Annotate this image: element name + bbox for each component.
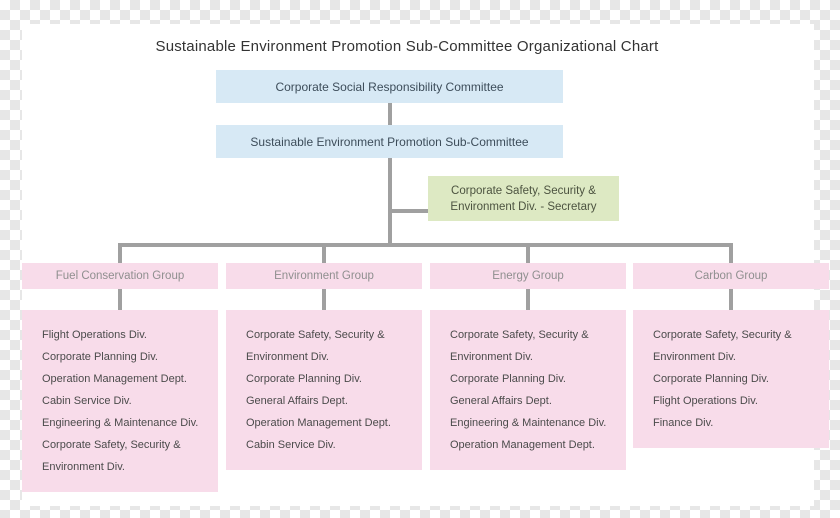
connector-stub-energy-bottom	[526, 289, 530, 310]
connector-main-horizontal	[118, 243, 733, 247]
member-item: Corporate Safety, Security & Environment…	[653, 329, 792, 363]
member-item: Finance Div.	[653, 417, 714, 429]
group-header-environment: Environment Group	[226, 263, 422, 289]
group-header-label: Environment Group	[274, 270, 374, 282]
member-item: Corporate Safety, Security & Environment…	[246, 329, 385, 363]
member-item: Cabin Service Div.	[42, 395, 132, 407]
connector-committee-to-subcommittee	[388, 103, 392, 125]
connector-stub-fuel-bottom	[118, 289, 122, 310]
member-item: Engineering & Maintenance Div.	[450, 417, 607, 429]
connector-to-secretary	[390, 209, 428, 213]
group-header-fuel-conservation: Fuel Conservation Group	[22, 263, 218, 289]
member-item: Corporate Planning Div.	[42, 351, 158, 363]
group-member-list-environment: Corporate Safety, Security & Environment…	[226, 310, 422, 470]
connector-stub-environment-top	[322, 243, 326, 263]
csr-committee-label: Corporate Social Responsibility Committe…	[275, 79, 504, 94]
member-item: Corporate Planning Div.	[246, 373, 362, 385]
group-member-list-fuel-conservation: Flight Operations Div. Corporate Plannin…	[22, 310, 218, 492]
member-item: Corporate Safety, Security & Environment…	[450, 329, 589, 363]
sub-committee-label: Sustainable Environment Promotion Sub-Co…	[250, 134, 529, 149]
connector-stub-carbon-bottom	[729, 289, 733, 310]
secretary-label-line2: Environment Div. - Secretary	[450, 200, 597, 213]
member-item: Cabin Service Div.	[246, 439, 336, 451]
secretary-box: Corporate Safety, Security & Environment…	[428, 176, 619, 221]
member-item: Operation Management Dept.	[42, 373, 187, 385]
connector-stub-carbon-top	[729, 243, 733, 263]
member-item: General Affairs Dept.	[246, 395, 348, 407]
member-item: Corporate Planning Div.	[450, 373, 566, 385]
group-member-list-carbon: Corporate Safety, Security & Environment…	[633, 310, 829, 448]
connector-stub-environment-bottom	[322, 289, 326, 310]
member-item: General Affairs Dept.	[450, 395, 552, 407]
connector-stub-energy-top	[526, 243, 530, 263]
group-header-energy: Energy Group	[430, 263, 626, 289]
group-header-label: Fuel Conservation Group	[55, 270, 185, 282]
group-member-list-energy: Corporate Safety, Security & Environment…	[430, 310, 626, 470]
csr-committee-box: Corporate Social Responsibility Committe…	[216, 70, 563, 103]
member-item: Corporate Planning Div.	[653, 373, 769, 385]
chart-title: Sustainable Environment Promotion Sub-Co…	[155, 38, 659, 55]
group-header-label: Carbon Group	[694, 270, 768, 282]
group-header-carbon: Carbon Group	[633, 263, 829, 289]
member-item: Operation Management Dept.	[450, 439, 595, 451]
sub-committee-box: Sustainable Environment Promotion Sub-Co…	[216, 125, 563, 158]
secretary-label-line1: Corporate Safety, Security &	[451, 184, 596, 197]
member-item: Flight Operations Div.	[42, 329, 147, 341]
member-item: Flight Operations Div.	[653, 395, 758, 407]
member-item: Operation Management Dept.	[246, 417, 391, 429]
connector-stub-fuel-top	[118, 243, 122, 263]
member-item: Corporate Safety, Security & Environment…	[42, 439, 181, 473]
member-item: Engineering & Maintenance Div.	[42, 417, 199, 429]
connector-trunk	[388, 158, 392, 247]
group-header-label: Energy Group	[492, 270, 564, 282]
